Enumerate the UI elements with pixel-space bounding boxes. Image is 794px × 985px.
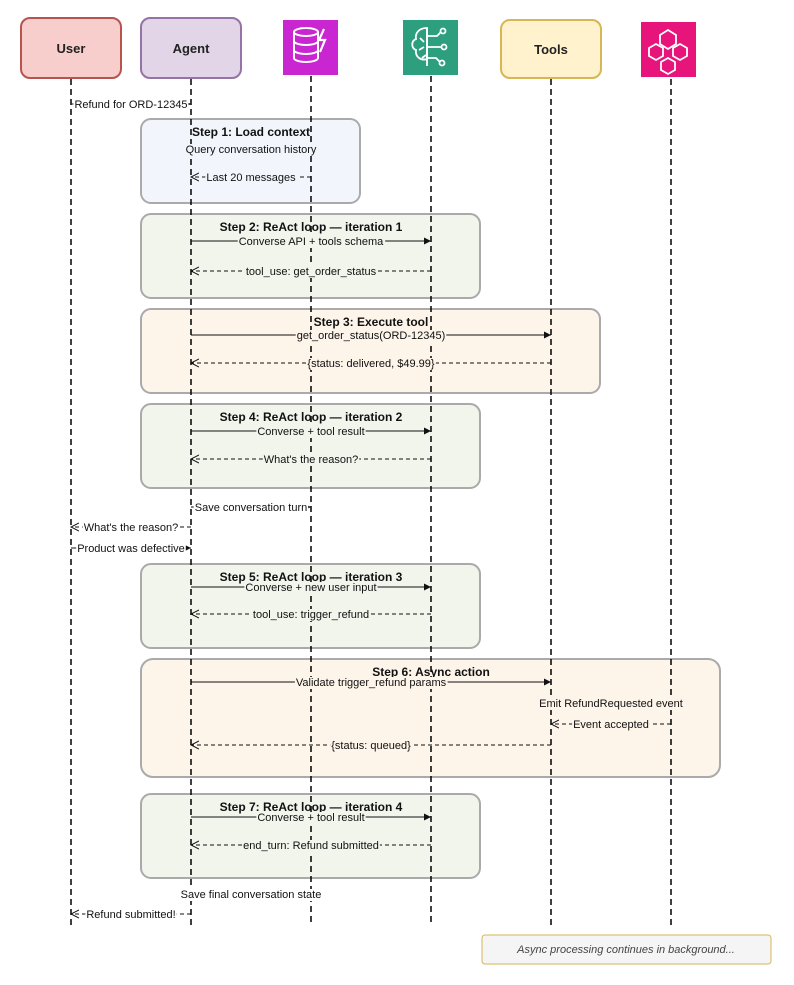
message-event-accepted: Event accepted [551, 719, 671, 731]
participant-tools[interactable]: Tools [500, 19, 602, 79]
step-6-title: Step 6: Async action [372, 665, 490, 679]
dynamodb-icon[interactable] [283, 20, 338, 75]
message-label: What's the reason? [84, 522, 178, 534]
label-background [73, 99, 189, 111]
message-label: Event accepted [573, 719, 649, 731]
message-converse-api: Converse API + tools schema [191, 236, 431, 248]
message-converse-new-input: Converse + new user input [191, 582, 431, 594]
message-label: Validate trigger_refund params [296, 677, 447, 689]
message-label: tool_use: get_order_status [246, 266, 377, 278]
message-label: end_turn: Refund submitted [243, 840, 379, 852]
message-label: Refund for ORD-12345 [74, 99, 187, 111]
message-label: {status: queued} [331, 740, 411, 752]
message-label: What's the reason? [264, 454, 358, 466]
message-whats-reason-model: What's the reason? [191, 454, 431, 466]
label-background [237, 236, 386, 248]
step-1-title: Step 1: Load context [192, 125, 310, 139]
message-product-defective: Product was defective [71, 543, 191, 555]
message-label: Converse API + tools schema [239, 236, 384, 248]
label-background [306, 358, 436, 370]
eventbridge-icon[interactable] [641, 22, 696, 77]
message-label: Converse + tool result [257, 812, 364, 824]
step-3-box [140, 308, 601, 394]
message-label: Product was defective [77, 543, 185, 555]
label-background [76, 543, 186, 555]
label-background [295, 330, 447, 342]
label-background [256, 812, 366, 824]
message-label: Last 20 messages [206, 172, 296, 184]
message-label: {status: delivered, $49.99} [307, 358, 435, 370]
step-7-title: Step 7: ReAct loop — iteration 4 [220, 800, 403, 814]
message-label: Converse + new user input [245, 582, 376, 594]
participant-agent[interactable]: Agent [140, 17, 242, 79]
step-4-title: Step 4: ReAct loop — iteration 2 [220, 410, 403, 424]
label-background [85, 909, 177, 921]
label-background [251, 609, 371, 621]
message-label: Refund submitted! [86, 909, 175, 921]
label-background [538, 698, 684, 710]
agent-label: Agent [173, 41, 211, 56]
label-background [193, 502, 309, 514]
step-3-title: Step 3: Execute tool [314, 315, 429, 329]
message-tool-use-order: tool_use: get_order_status [191, 266, 431, 278]
message-emit-event: Emit RefundRequested event [539, 698, 683, 710]
label-background [82, 522, 180, 534]
message-status-delivered: {status: delivered, $49.99} [191, 358, 551, 370]
message-label: Converse + tool result [257, 426, 364, 438]
message-status-queued: {status: queued} [191, 740, 551, 752]
label-background [244, 582, 378, 594]
lifelines [70, 76, 672, 925]
message-tool-use-refund: tool_use: trigger_refund [191, 609, 431, 621]
label-background [244, 266, 378, 278]
bedrock-icon[interactable] [403, 20, 458, 75]
message-converse-tool-result: Converse + tool result [191, 426, 431, 438]
message-end-turn: end_turn: Refund submitted [191, 840, 431, 852]
message-last-20: Last 20 messages [191, 172, 311, 184]
label-background [184, 144, 318, 156]
message-whats-reason-user: What's the reason? [71, 522, 191, 534]
step-5-title: Step 5: ReAct loop — iteration 3 [220, 570, 403, 584]
label-background [205, 172, 298, 184]
tools-label: Tools [534, 42, 568, 57]
user-label: User [57, 41, 86, 56]
step-2-title: Step 2: ReAct loop — iteration 1 [220, 220, 403, 234]
message-query-history: Query conversation history [186, 144, 317, 156]
message-label: tool_use: trigger_refund [253, 609, 369, 621]
message-get-order-status: get_order_status(ORD-12345) [191, 330, 551, 342]
participant-user[interactable]: User [20, 17, 122, 79]
label-background [330, 740, 413, 752]
step-1-box [140, 118, 361, 204]
message-label: get_order_status(ORD-12345) [297, 330, 446, 342]
messages: Refund for ORD-12345 Step 1: Load contex… [71, 99, 684, 921]
label-background [256, 426, 366, 438]
label-background [262, 454, 360, 466]
message-save-turn: Save conversation turn [191, 502, 311, 514]
label-background [179, 889, 323, 901]
message-refund-submitted: Refund submitted! [71, 909, 191, 921]
label-background [294, 677, 448, 689]
async-note: Async processing continues in background… [481, 934, 772, 965]
message-save-final-state: Save final conversation state [181, 889, 322, 901]
async-note-text: Async processing continues in background… [516, 944, 735, 956]
message-label: Save conversation turn [195, 502, 308, 514]
label-background [242, 840, 380, 852]
message-refund-request: Refund for ORD-12345 [71, 99, 191, 111]
message-converse-tool-result-2: Converse + tool result [191, 812, 431, 824]
message-validate-params: Validate trigger_refund params [191, 677, 551, 689]
label-background [572, 719, 650, 731]
